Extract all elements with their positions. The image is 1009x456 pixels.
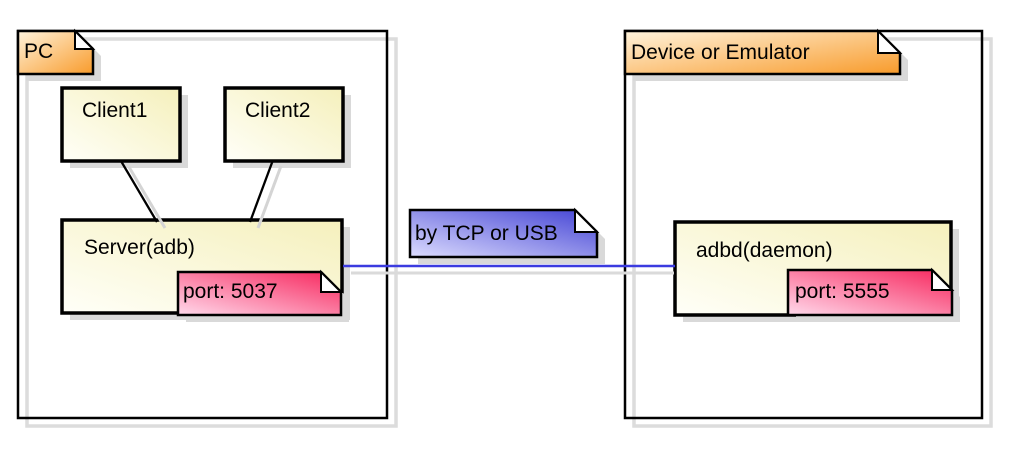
note-port-5037: port: 5037: [176, 269, 349, 322]
note-port-5555-body: [786, 268, 954, 317]
link-server-adbd: [343, 264, 675, 275]
note-port-5555-fold-icon: [931, 267, 955, 291]
package-pc-label: PC: [24, 40, 53, 63]
node-adbd-daemon-label: adbd(daemon): [696, 239, 833, 262]
note-port-5555: port: 5555: [786, 267, 960, 322]
package-device-label: Device or Emulator: [631, 41, 810, 64]
note-port-5037-label: port: 5037: [183, 280, 278, 303]
node-client2-label: Client2: [245, 99, 310, 122]
note-link-body: [408, 208, 599, 259]
node-client2-box: [223, 86, 345, 163]
package-device: Device or Emulator: [623, 28, 993, 428]
edge-client1-server-shadow: [127, 166, 167, 229]
node-server-adb-label: Server(adb): [84, 236, 195, 259]
note-port-5037-body: [176, 270, 343, 317]
note-port-5037-fold-icon: [320, 269, 344, 293]
note-link-label: by TCP or USB: [415, 222, 558, 245]
edge-client2-server: [248, 159, 275, 223]
edge-client2-server-shadow: [256, 165, 283, 229]
package-device-tab-fold-icon: [877, 28, 903, 54]
node-client2: Client2: [223, 86, 351, 168]
note-link-fold-icon: [574, 207, 600, 233]
note-port-5555-label: port: 5555: [795, 280, 890, 303]
edges: [120, 159, 283, 229]
package-pc-border: [16, 29, 389, 420]
edge-client1-server: [120, 160, 158, 223]
node-client1: Client1: [60, 86, 188, 168]
package-device-tab: [623, 29, 902, 76]
package-pc: PC: [16, 28, 398, 428]
node-client1-label: Client1: [82, 99, 147, 122]
note-link: by TCP or USB: [408, 207, 605, 264]
package-pc-shadow: [25, 37, 398, 428]
package-pc-tab-fold-icon: [74, 28, 96, 50]
node-client1-box: [60, 86, 182, 163]
